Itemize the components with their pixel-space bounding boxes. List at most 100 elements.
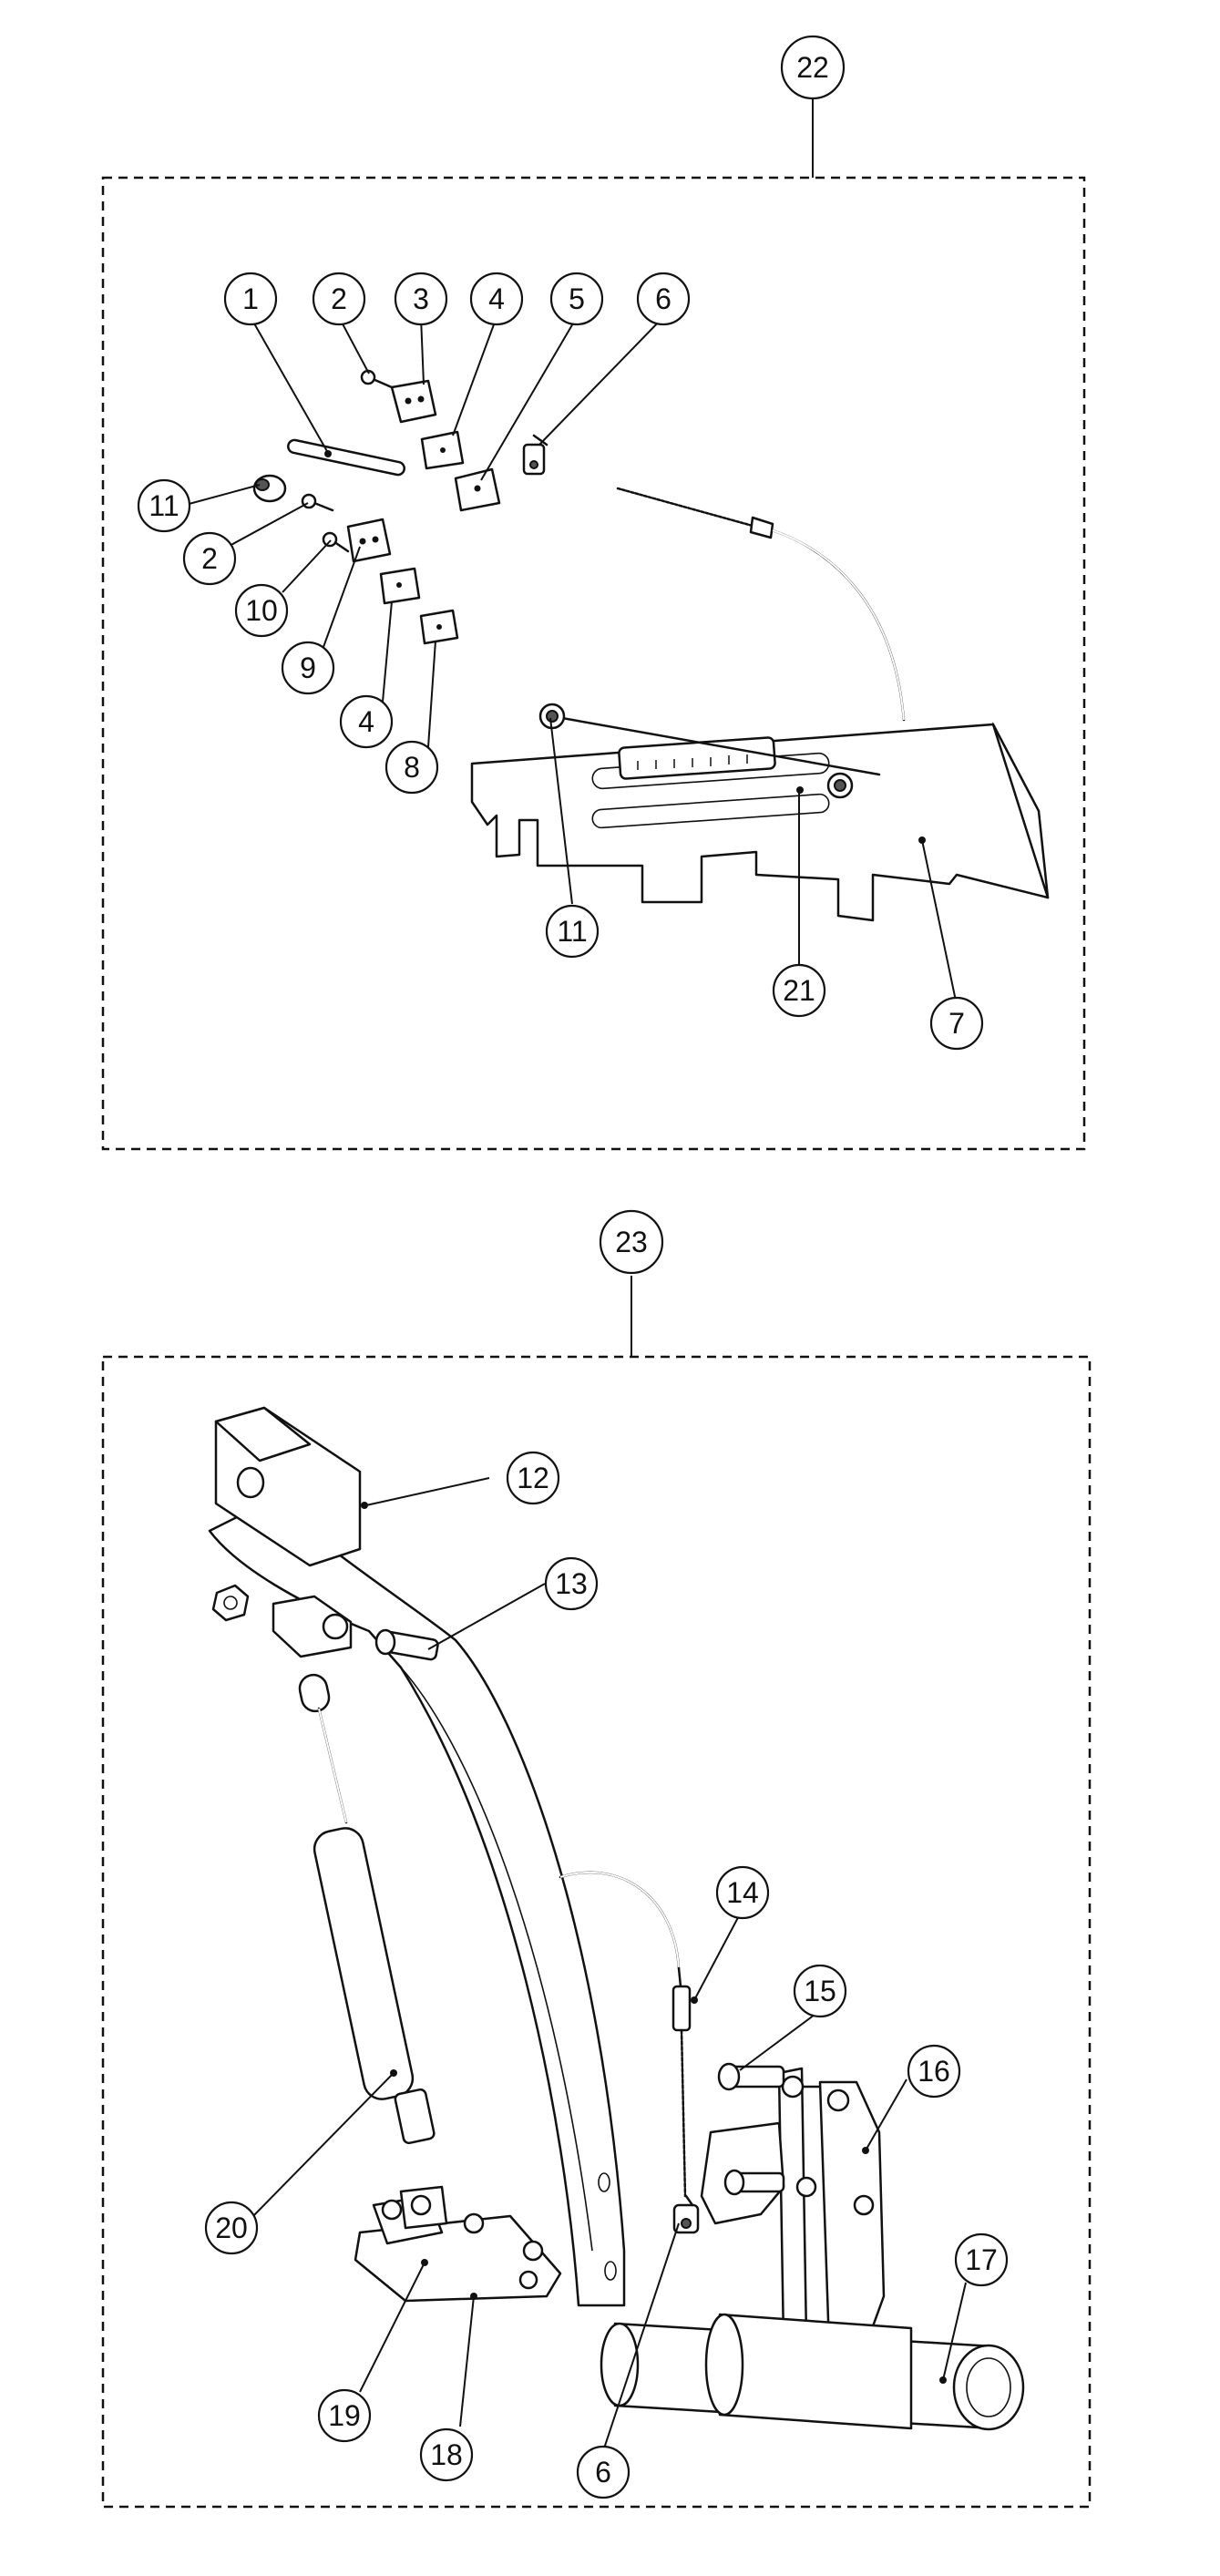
block-8 <box>419 609 459 645</box>
callout-lower-0-circle <box>506 1451 560 1505</box>
bracket-9 <box>346 518 392 563</box>
callout-upper-2-label: 3 <box>413 282 429 315</box>
callout-lower-2-circle <box>715 1865 770 1920</box>
callout-lower-9-circle <box>576 2445 631 2499</box>
assembly-number-22: 22 <box>780 35 846 100</box>
block-4-upper <box>420 430 465 470</box>
screw-upper <box>360 369 394 389</box>
callout-lower-1-label: 13 <box>555 1567 588 1600</box>
screw-10 <box>322 531 350 553</box>
pin <box>287 438 405 477</box>
callout-upper-11: 8 <box>384 740 439 795</box>
callout-upper-8: 10 <box>234 583 289 638</box>
callout-upper-2-circle <box>394 272 448 326</box>
callout-upper-4-label: 5 <box>569 282 585 315</box>
callout-lower-0: 12 <box>506 1451 560 1505</box>
callout-lower-4-circle <box>907 2044 961 2099</box>
upper-leaders <box>181 316 958 1006</box>
callout-upper-12: 11 <box>545 904 600 959</box>
callout-upper-14: 7 <box>929 996 984 1051</box>
lower-leaders <box>250 1477 967 2452</box>
callout-upper-6-circle <box>137 478 191 533</box>
callout-lower-8: 18 <box>419 2427 474 2482</box>
upper-assembly <box>101 98 1086 1151</box>
callout-lower-3-circle <box>793 1964 847 2018</box>
callout-lower-6-circle <box>204 2201 259 2255</box>
bolt-15-upper <box>717 2062 785 2091</box>
curved-arm <box>208 1406 626 2307</box>
callout-upper-3: 4 <box>469 272 524 326</box>
callout-lower-9-label: 6 <box>595 2456 611 2489</box>
callout-lower-3-label: 15 <box>804 1975 836 2007</box>
callout-upper-12-label: 11 <box>557 915 587 948</box>
callout-upper-1: 2 <box>312 272 366 326</box>
callout-lower-4: 16 <box>907 2044 961 2099</box>
hinge-plate <box>354 2185 562 2303</box>
callout-upper-10-label: 4 <box>358 705 374 738</box>
callout-lower-7-circle <box>317 2388 372 2443</box>
cable-lower <box>559 1871 698 2198</box>
callout-lower-8-circle <box>419 2427 474 2482</box>
callout-upper-0-circle <box>223 272 278 326</box>
block-5 <box>454 467 501 512</box>
callout-upper-9: 9 <box>281 641 335 695</box>
bolt-15-lower <box>723 2169 785 2196</box>
callout-upper-8-circle <box>234 583 289 638</box>
callout-upper-7-label: 2 <box>201 542 218 575</box>
callout-upper-5-label: 6 <box>655 282 672 315</box>
callout-lower-7: 19 <box>317 2388 372 2443</box>
callout-upper-12-circle <box>545 904 600 959</box>
callout-upper-0-label: 1 <box>242 282 259 315</box>
callout-upper-14-label: 7 <box>948 1007 965 1040</box>
callout-upper-2: 3 <box>394 272 448 326</box>
callout-upper-11-label: 8 <box>404 751 420 784</box>
callout-upper-3-circle <box>469 272 524 326</box>
carrier-plate <box>470 703 1050 922</box>
callout-upper-9-label: 9 <box>300 652 316 684</box>
callout-lower-5-label: 17 <box>965 2243 998 2276</box>
bolt-13 <box>374 1628 439 1661</box>
callout-upper-13-circle <box>772 963 826 1018</box>
callout-upper-7-circle <box>182 531 237 586</box>
callout-lower-8-label: 18 <box>430 2438 463 2471</box>
lower-assembly <box>101 1276 1092 2509</box>
callout-upper-0: 1 <box>223 272 278 326</box>
callout-upper-10: 4 <box>339 694 394 749</box>
gas-spring <box>298 1673 436 2145</box>
mount-bracket <box>700 2062 886 2348</box>
callout-upper-5-circle <box>636 272 691 326</box>
clamp-6-lower <box>672 2194 700 2234</box>
callout-upper-1-circle <box>312 272 366 326</box>
callout-lower-5: 17 <box>954 2232 1009 2287</box>
callout-lower-0-label: 12 <box>517 1462 549 1494</box>
callout-lower-1: 13 <box>544 1556 599 1611</box>
tube <box>600 2313 1025 2431</box>
callout-lower-2: 14 <box>715 1865 770 1920</box>
callout-upper-10-circle <box>339 694 394 749</box>
callout-lower-7-label: 19 <box>328 2399 361 2432</box>
knob-left <box>252 474 287 503</box>
callout-lower-6: 20 <box>204 2201 259 2255</box>
callout-lower-5-circle <box>954 2232 1009 2287</box>
assembly-number-23-label: 23 <box>615 1226 648 1258</box>
bracket-3 <box>390 379 437 424</box>
callout-upper-13: 21 <box>772 963 826 1018</box>
callout-upper-8-label: 10 <box>245 594 278 627</box>
callout-lower-2-label: 14 <box>726 1876 759 1909</box>
callout-upper-11-circle <box>384 740 439 795</box>
callout-upper-6-label: 11 <box>149 489 179 522</box>
callout-upper-14-circle <box>929 996 984 1051</box>
callout-upper-4: 5 <box>549 272 604 326</box>
callout-lower-9: 6 <box>576 2445 631 2499</box>
callout-upper-7: 2 <box>182 531 237 586</box>
callout-upper-3-label: 4 <box>488 282 505 315</box>
callout-upper-4-circle <box>549 272 604 326</box>
callout-upper-13-label: 21 <box>783 974 815 1007</box>
cable-upper <box>616 487 906 722</box>
callout-lower-1-circle <box>544 1556 599 1611</box>
assembly-number-23-circle <box>599 1209 664 1275</box>
callout-lower-4-label: 16 <box>918 2055 950 2088</box>
block-4-lower <box>379 567 421 605</box>
